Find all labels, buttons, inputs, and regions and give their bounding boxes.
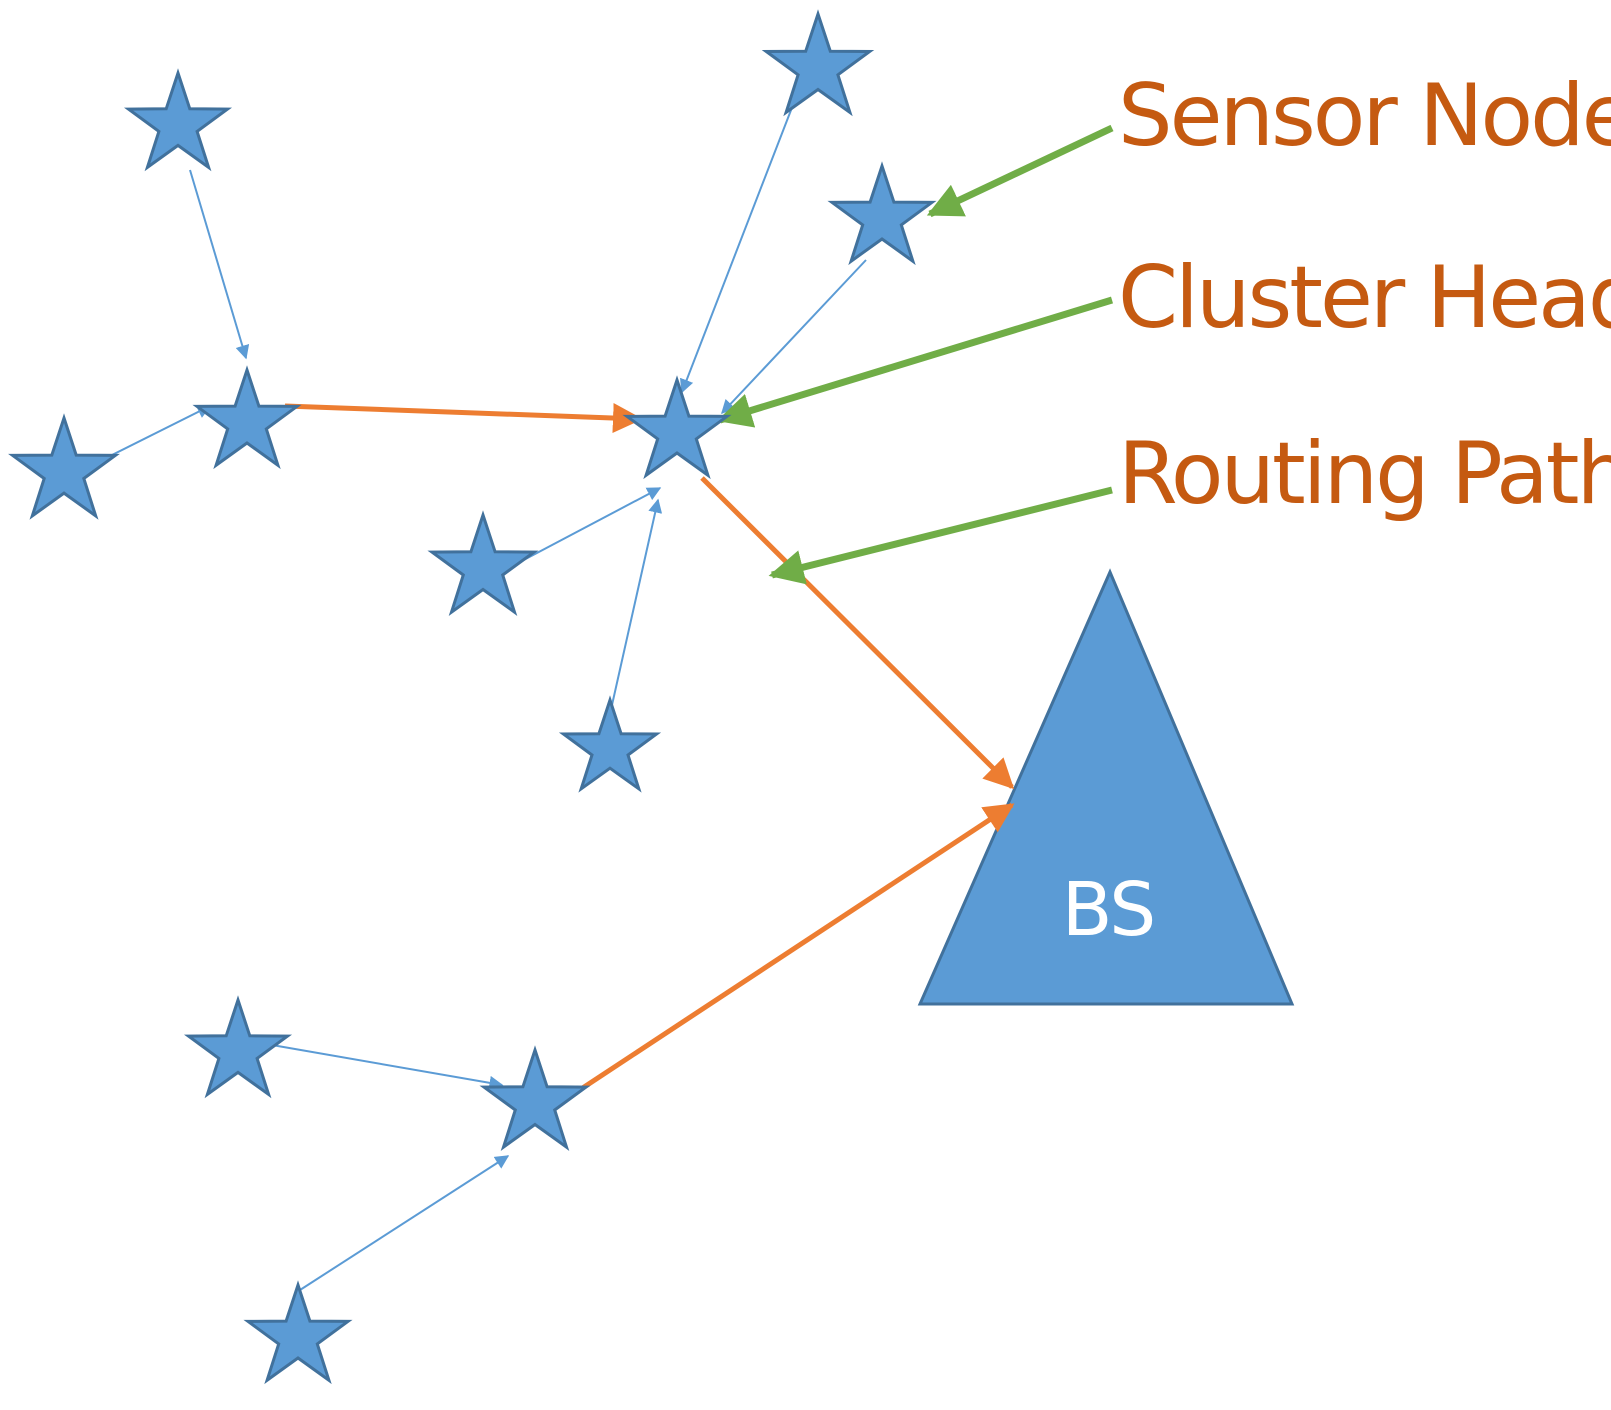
legend: Sensor Node Cluster Head Routing Path (1118, 66, 1611, 524)
sensor-node-star-icon (427, 510, 539, 616)
sensor-node-star-icon (123, 68, 233, 172)
sensor-node-star-icon (243, 1280, 353, 1385)
sensor-node-star-icon (761, 9, 875, 117)
member-link (189, 169, 250, 360)
routing-path-segment (570, 802, 1015, 1098)
callout-arrows (716, 124, 1114, 585)
routing-path-segment (700, 476, 1015, 790)
nodes (8, 9, 937, 1385)
base-station-label: BS (1062, 867, 1154, 953)
sensor-node-star-icon (827, 161, 937, 266)
base-station-triangle-icon (917, 568, 1295, 1006)
sensor-node-star-icon (8, 413, 120, 520)
routing-path-segment (284, 403, 643, 434)
cluster-head-star-icon (622, 375, 732, 480)
sensor-node-star-icon (183, 995, 293, 1099)
cluster-head-star-icon (192, 365, 302, 470)
routing-path-callout-arrow (768, 486, 1113, 585)
member-link (299, 1155, 510, 1291)
base-station: BS (917, 568, 1295, 1006)
cluster-head-callout-arrow (716, 296, 1114, 428)
member-link (517, 487, 662, 564)
member-link (271, 1044, 504, 1090)
sensor-node-star-icon (558, 695, 662, 793)
member-link (680, 91, 799, 394)
sensor-node-callout-arrow (926, 124, 1114, 218)
cluster-head-star-icon (479, 1045, 591, 1151)
legend-routing-path-label: Routing Path (1118, 424, 1611, 524)
legend-sensor-node-label: Sensor Node (1118, 66, 1611, 166)
routing-paths (284, 403, 1015, 1098)
member-link (721, 259, 867, 415)
member-links (91, 91, 867, 1291)
member-link (611, 498, 663, 706)
legend-cluster-head-label: Cluster Head (1118, 248, 1611, 348)
